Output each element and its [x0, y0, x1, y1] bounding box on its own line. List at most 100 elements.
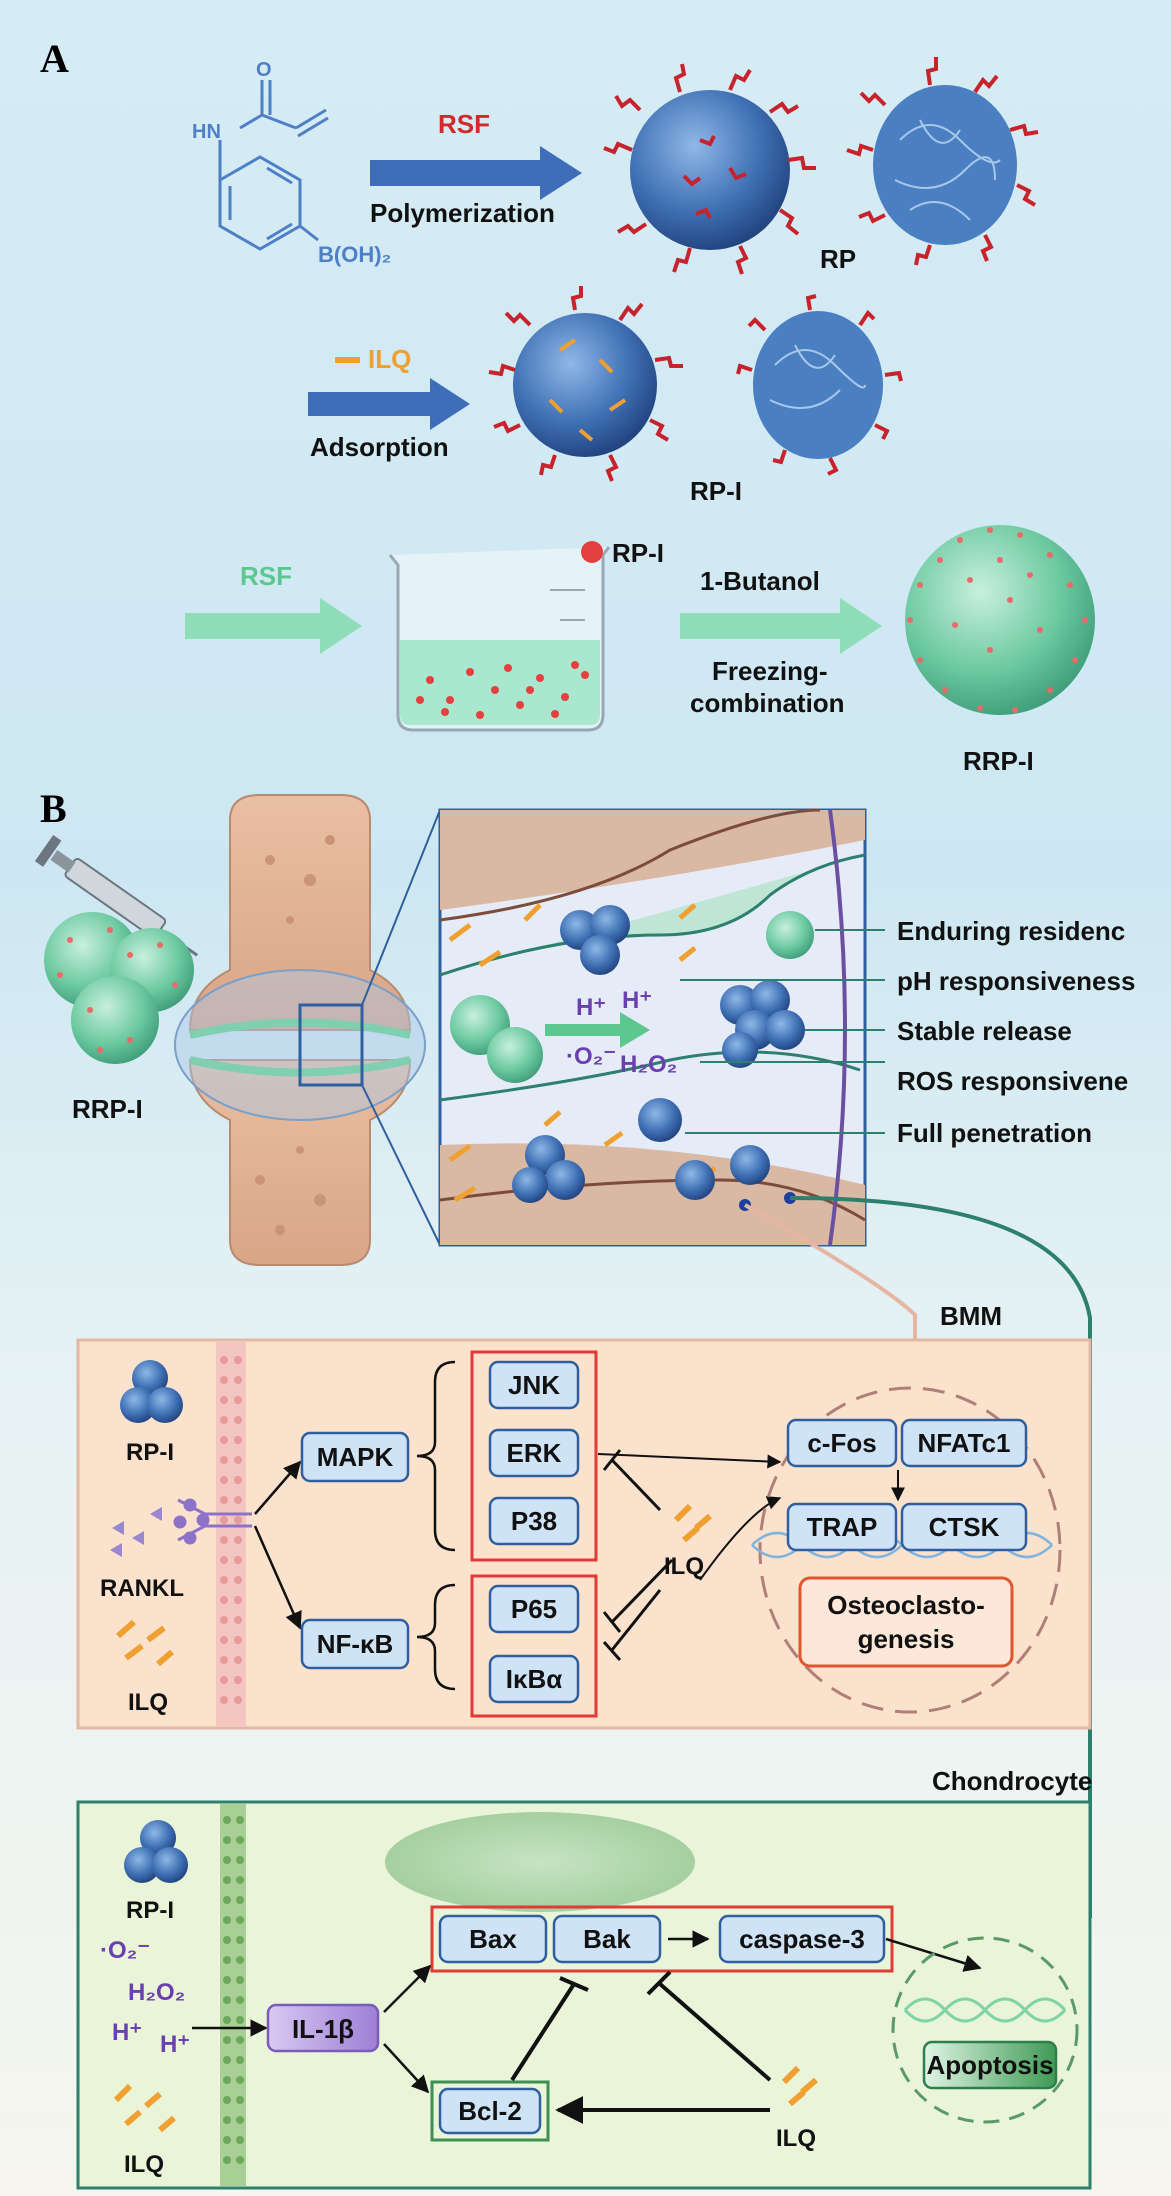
- feature-1: Enduring residenc: [897, 916, 1125, 946]
- chondro-rp-i-icon: [124, 1820, 188, 1883]
- jnk-label: JNK: [508, 1370, 560, 1400]
- step3-reagent: RSF: [240, 561, 292, 591]
- chondro-label-superoxide: ·O₂⁻: [100, 1937, 150, 1964]
- bmm-inhibitor-ilq-icon: [673, 1503, 712, 1543]
- trap-node: [786, 1502, 898, 1552]
- bak-label: Bak: [583, 1924, 631, 1954]
- jnk-node: [488, 1360, 580, 1410]
- stimulus-h2o2: H₂O₂: [620, 1051, 677, 1078]
- p65-label: P65: [511, 1594, 557, 1624]
- ikba-label: IκBα: [506, 1664, 562, 1694]
- chondro-inhibitor-ilq-icon: [781, 2065, 818, 2107]
- knee-joint: [174, 794, 426, 1266]
- bmm-ilq-icon: [116, 1619, 174, 1667]
- mapk-node: [300, 1431, 410, 1483]
- p65-node: [488, 1584, 580, 1634]
- c-fos-label: c-Fos: [807, 1428, 876, 1458]
- step2-reagent: ILQ: [368, 344, 411, 374]
- rp-i-particle-section: [736, 294, 903, 476]
- zoom-line-top: [361, 809, 441, 1006]
- chondrocyte-title: Chondrocyte: [932, 1766, 1092, 1796]
- rp-particle-section: [846, 57, 1039, 266]
- step1-process: Polymerization: [370, 198, 555, 228]
- arrow-erk-nucleus: [597, 1453, 782, 1469]
- nfkb-node: [300, 1618, 410, 1670]
- chondro-inhibitor-label: ILQ: [776, 2125, 816, 2152]
- rsf-addition-arrow: [185, 598, 362, 654]
- bcl2-box: [430, 2080, 550, 2142]
- mapk-target-box: [470, 1350, 598, 1562]
- nfkb-label: NF-κB: [317, 1629, 394, 1659]
- feature-5: Full penetration: [897, 1118, 1092, 1148]
- osteoclastogenesis-box: [798, 1576, 1014, 1668]
- dna-helix-chondro: [903, 1997, 1067, 2023]
- bmm-inhibitor-label: ILQ: [664, 1553, 704, 1580]
- mapk-label: MAPK: [317, 1442, 394, 1472]
- rp-particle-sphere: [603, 63, 816, 275]
- nfkb-brace: [416, 1583, 456, 1691]
- rank-receptor-icon: [173, 1498, 252, 1545]
- erk-node: [488, 1428, 580, 1478]
- monomer-o: O: [256, 59, 272, 81]
- bmm-title: BMM: [940, 1301, 1002, 1331]
- feature-3: Stable release: [897, 1016, 1072, 1046]
- polymerization-arrow: [370, 146, 582, 200]
- step3-legend-label: RP-I: [612, 538, 664, 568]
- feature-leader-lines: [680, 929, 885, 1134]
- step3-process-line2: combination: [690, 688, 845, 718]
- stimulus-superoxide: ·O₂⁻: [566, 1043, 616, 1070]
- rankl-ligand-icon: [110, 1507, 162, 1557]
- bax-node: [438, 1914, 548, 1964]
- bmm-label-rankl: RANKL: [100, 1575, 184, 1602]
- step3-product: RRP-I: [963, 746, 1034, 776]
- nfatc1-node: [900, 1418, 1028, 1468]
- step3-process-line1: Freezing-: [712, 656, 828, 686]
- step1-reagent: RSF: [438, 109, 490, 139]
- ctsk-label: CTSK: [929, 1512, 1000, 1542]
- zoom-line-bottom: [361, 1084, 441, 1246]
- feature-4: ROS responsivene: [897, 1066, 1128, 1096]
- chondro-label-h2o2: H₂O₂: [128, 1979, 185, 2006]
- rrp-i-particle: [905, 525, 1095, 715]
- chondro-label-rp-i: RP-I: [126, 1897, 174, 1924]
- arrow-rankl-nfkb: [253, 1525, 302, 1630]
- monomer-boron-label: B(OH)₂: [318, 242, 391, 267]
- panel-b-letter: B: [40, 786, 67, 831]
- osteoclastogenesis-line2: genesis: [858, 1624, 955, 1654]
- connector-chondrocyte: [789, 1196, 1092, 1918]
- chondro-label-ilq: ILQ: [124, 2151, 164, 2178]
- connector-bmm: [744, 1203, 917, 1345]
- bcl2-node: [438, 2087, 542, 2135]
- mapk-brace: [416, 1360, 456, 1552]
- monomer-nh: HN: [192, 121, 221, 143]
- osteoclastogenesis-line1: Osteoclasto-: [827, 1590, 985, 1620]
- apoptosis-node: [922, 2040, 1058, 2090]
- bcl2-inhibition: [510, 1976, 589, 2082]
- il1b-node: [266, 2003, 380, 2053]
- freezing-arrow: [680, 598, 882, 654]
- beaker: [388, 546, 611, 732]
- rp-i-dot-legend: [581, 541, 603, 563]
- chondro-label-h-plus-2: H⁺: [160, 2031, 190, 2058]
- bcl2-label: Bcl-2: [458, 2096, 522, 2126]
- adsorption-arrow: [308, 378, 470, 430]
- trap-label: TRAP: [807, 1512, 878, 1542]
- bmm-rp-i-icon: [120, 1360, 183, 1423]
- il1b-label: IL-1β: [292, 2014, 354, 2044]
- nfatc1-label: NFATc1: [918, 1428, 1011, 1458]
- ctsk-node: [900, 1502, 1028, 1552]
- step2-process: Adsorption: [310, 432, 449, 462]
- rp-i-particle-sphere: [488, 286, 683, 482]
- arrow-nfkb-nucleus: [699, 1496, 782, 1581]
- stimulus-h-plus-1: H⁺: [576, 994, 606, 1021]
- nfkb-target-box: [470, 1574, 598, 1718]
- bmm-label-rp-i: RP-I: [126, 1439, 174, 1466]
- mitochondrion: [385, 1812, 695, 1912]
- bmm-label-ilq: ILQ: [128, 1689, 168, 1716]
- p38-node: [488, 1496, 580, 1546]
- feature-2: pH responsiveness: [897, 966, 1135, 996]
- chondro-ilq-icon: [113, 2083, 176, 2133]
- bak-node: [552, 1914, 662, 1964]
